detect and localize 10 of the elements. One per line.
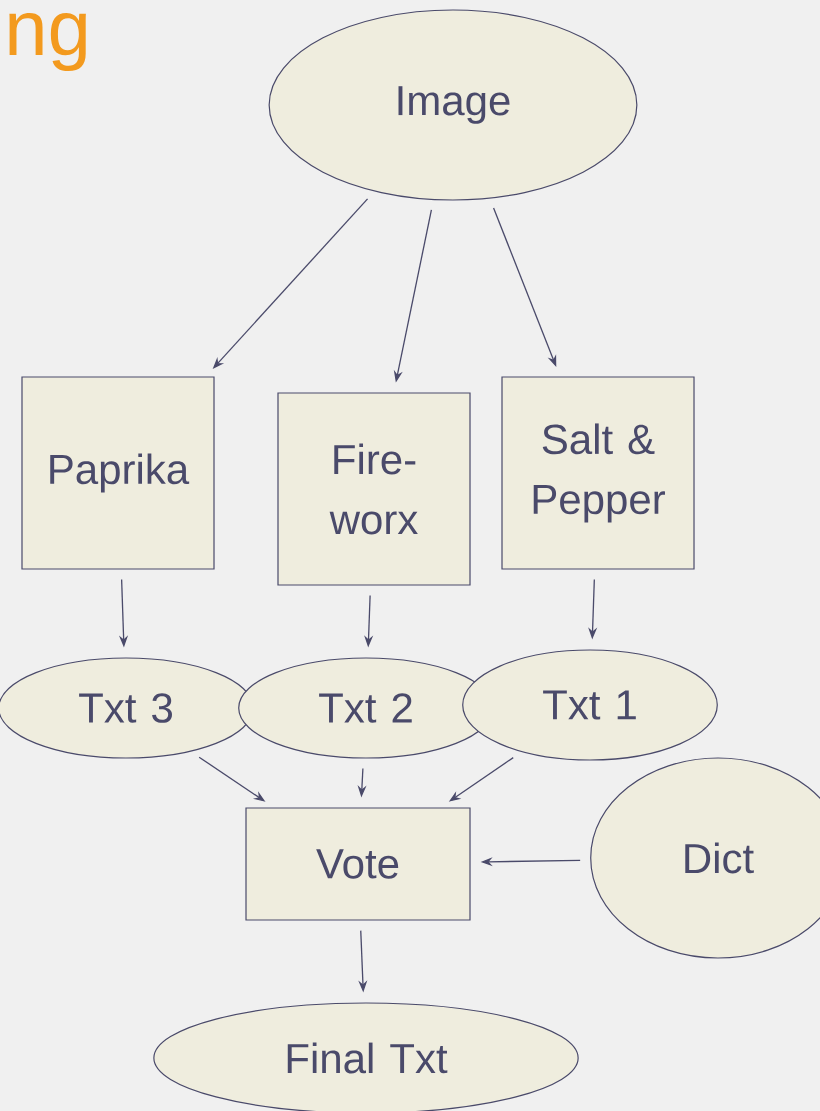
ellipse-node: Txt 1 [462, 649, 718, 761]
ellipse-node: Final Txt [153, 1002, 579, 1111]
process-box: Vote [245, 807, 471, 921]
process-box: Fire- worx [277, 392, 471, 586]
title: ng [9, 12, 86, 72]
ellipse-node: Image [268, 9, 638, 201]
process-box: Salt & Pepper [501, 376, 695, 570]
process-box: Paprika [21, 376, 215, 570]
ellipse-node: Dict [590, 757, 820, 959]
ellipse-node: Txt 2 [238, 657, 494, 759]
